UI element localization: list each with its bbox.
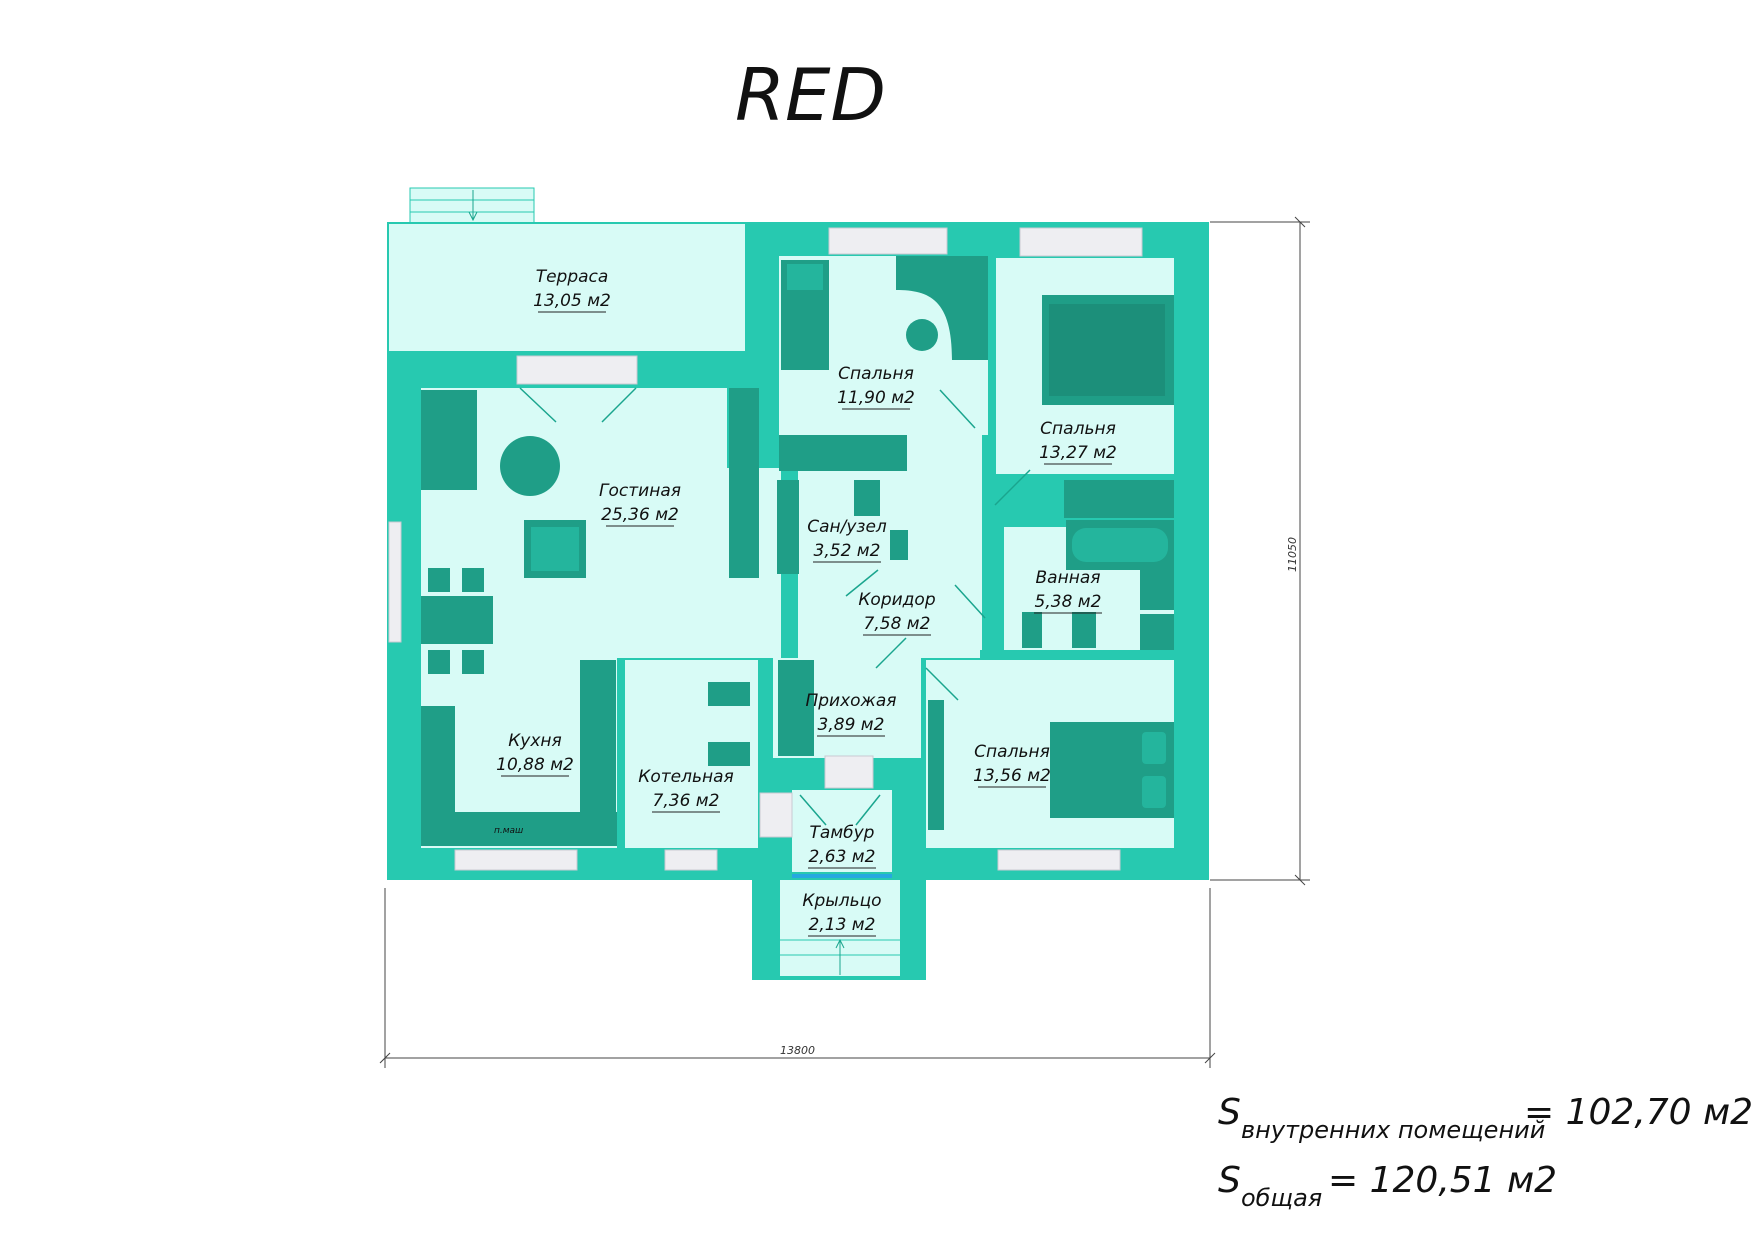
room-bath: Ванная 5,38 м2 bbox=[1034, 568, 1102, 614]
porch-steps bbox=[780, 938, 900, 975]
plan-title: RED bbox=[735, 53, 886, 137]
dimension-lines bbox=[379, 216, 1310, 1068]
furniture bbox=[421, 256, 1174, 846]
floors bbox=[389, 224, 1174, 976]
room-name: Спальня bbox=[974, 742, 1050, 762]
terrace-steps bbox=[409, 187, 535, 225]
room-wc: Сан/узел 3,52 м2 bbox=[807, 517, 887, 563]
interior-area-value: = 102,70 м2 bbox=[1524, 1092, 1753, 1133]
room-name: Коридор bbox=[858, 590, 935, 610]
room-bedroom3: Спальня 13,56 м2 bbox=[973, 742, 1051, 788]
washing-machine-label: п.маш bbox=[494, 826, 523, 836]
room-bedroom2: Спальня 13,27 м2 bbox=[1039, 419, 1117, 465]
room-name: Кухня bbox=[508, 731, 562, 751]
total-area-subscript: общая bbox=[1241, 1184, 1322, 1212]
room-area: 11,90 м2 bbox=[837, 388, 915, 408]
room-name: Тамбур bbox=[810, 823, 875, 843]
room-name: Ванная bbox=[1036, 568, 1101, 588]
room-area: 5,38 м2 bbox=[1035, 592, 1102, 612]
room-boiler: Котельная 7,36 м2 bbox=[638, 767, 734, 813]
area-totals: S внутренних помещений = 102,70 м2 S общ… bbox=[1218, 1092, 1753, 1212]
room-name: Спальня bbox=[838, 364, 914, 384]
room-living: Гостиная 25,36 м2 bbox=[599, 481, 681, 527]
room-area: 2,13 м2 bbox=[809, 915, 876, 935]
room-area: 7,36 м2 bbox=[653, 791, 720, 811]
room-name: Спальня bbox=[1040, 419, 1116, 439]
room-area: 3,52 м2 bbox=[814, 541, 881, 561]
room-area: 13,27 м2 bbox=[1039, 443, 1117, 463]
room-hall: Прихожая 3,89 м2 bbox=[805, 691, 897, 737]
room-area: 10,88 м2 bbox=[496, 755, 574, 775]
room-name: Крыльцо bbox=[802, 891, 881, 911]
room-name: Прихожая bbox=[805, 691, 896, 711]
room-kitchen: Кухня 10,88 м2 bbox=[496, 731, 574, 777]
height-dimension: 11050 bbox=[1286, 537, 1299, 572]
room-area: 3,89 м2 bbox=[818, 715, 885, 735]
total-area-symbol: S bbox=[1218, 1160, 1241, 1201]
width-dimension: 13800 bbox=[780, 1044, 815, 1057]
room-area: 13,05 м2 bbox=[533, 291, 611, 311]
room-terrace: Терраса 13,05 м2 bbox=[533, 267, 611, 313]
interior-area-symbol: S bbox=[1218, 1092, 1241, 1133]
windows bbox=[388, 227, 1143, 871]
room-area: 13,56 м2 bbox=[973, 766, 1051, 786]
room-corridor: Коридор 7,58 м2 bbox=[858, 590, 936, 636]
room-name: Котельная bbox=[638, 767, 733, 787]
total-area-value: = 120,51 м2 bbox=[1328, 1160, 1557, 1201]
room-labels: Терраса 13,05 м2 Спальня 11,90 м2 Спальня 13,… bbox=[496, 267, 1117, 937]
room-area: 2,63 м2 bbox=[809, 847, 876, 867]
interior-area-subscript: внутренних помещений bbox=[1241, 1116, 1545, 1144]
room-porch: Крыльцо 2,13 м2 bbox=[802, 891, 882, 937]
room-vestibule: Тамбур 2,63 м2 bbox=[808, 823, 876, 869]
room-name: Сан/узел bbox=[807, 517, 887, 537]
room-area: 7,58 м2 bbox=[864, 614, 931, 634]
room-name: Терраса bbox=[536, 267, 609, 287]
room-bedroom1: Спальня 11,90 м2 bbox=[837, 364, 915, 410]
room-area: 25,36 м2 bbox=[601, 505, 679, 525]
door-swings bbox=[519, 387, 1031, 826]
room-name: Гостиная bbox=[599, 481, 681, 501]
